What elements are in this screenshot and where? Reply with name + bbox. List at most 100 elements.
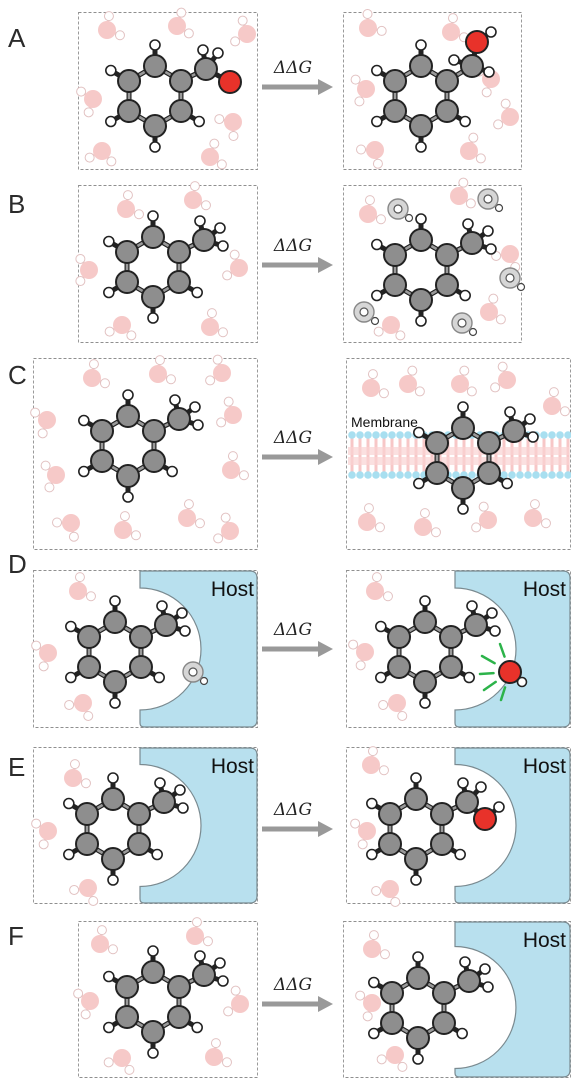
host-label: Host [211, 755, 254, 778]
water-molecule [460, 132, 486, 164]
water-molecule [216, 396, 242, 428]
water-oxygen [69, 582, 87, 600]
carbon-atom [143, 114, 167, 138]
carbon-atom [434, 273, 459, 297]
water-oxygen [201, 318, 219, 336]
water-hydrogen [44, 482, 55, 493]
ddg-arrow: ΔΔG [262, 975, 333, 1012]
hydrogen-atom [109, 595, 121, 607]
water-molecule [201, 138, 227, 170]
host-shape [454, 570, 571, 728]
host-shape [139, 747, 258, 904]
water-hydrogen [88, 359, 99, 370]
water-hydrogen [229, 249, 240, 260]
water-oxygen [362, 379, 380, 397]
water-hydrogen [354, 96, 365, 107]
water-hydrogen [75, 276, 86, 287]
water-oxygen [358, 822, 376, 840]
hydrogen-atom [375, 671, 387, 684]
row-letter: E [8, 752, 25, 782]
water-oxygen [366, 141, 384, 159]
water-hydrogen [471, 522, 482, 533]
hydrogen-atom [122, 389, 134, 401]
host: Host [454, 747, 571, 904]
water-molecule [450, 177, 476, 209]
hydrogen-atom [109, 697, 121, 709]
carbon-atom [117, 69, 142, 93]
carbon-atom [115, 975, 140, 999]
solute-molecule [103, 210, 229, 324]
water-hydrogen [350, 818, 361, 829]
water-oxygen [460, 142, 478, 160]
hydrogen-atom [105, 115, 117, 128]
water-oxygen [113, 1049, 131, 1067]
ddg-label: ΔΔG [273, 620, 312, 640]
carbon-atom [387, 655, 412, 679]
carbon-atom [463, 613, 488, 637]
water-hydrogen [103, 1057, 114, 1068]
water-hydrogen [367, 746, 378, 757]
carbon-atom [409, 114, 433, 138]
water-molecule [201, 308, 228, 338]
carbon-atom [116, 464, 140, 488]
hydrogen-atom [194, 215, 206, 227]
solute-molecule [63, 772, 189, 886]
hydrogen-atom [410, 772, 422, 784]
water-hydrogen [238, 470, 249, 481]
host-label: Host [523, 929, 566, 952]
carbon-atom [438, 625, 463, 649]
hydrogen-atom [217, 240, 229, 252]
hydrogen-atom [149, 141, 161, 153]
water-hydrogen [371, 885, 382, 896]
host: Host [139, 747, 258, 904]
solute-molecule [368, 951, 494, 1065]
water-molecule [359, 9, 387, 37]
water-molecule [168, 7, 194, 39]
water-molecule [223, 985, 249, 1017]
water-hydrogen [379, 949, 390, 960]
water-hydrogen [176, 7, 187, 18]
hydrogen-atom [371, 64, 383, 77]
water-hydrogen [350, 74, 361, 85]
water-oxygen [74, 694, 92, 712]
row-letter: F [8, 921, 24, 951]
water-molecule [490, 361, 516, 393]
water-oxygen [362, 756, 380, 774]
carbon-atom [434, 69, 459, 93]
carbon-atom [166, 1005, 191, 1029]
hydrogen-atom [197, 44, 209, 56]
water-molecule [64, 694, 94, 721]
carbon-atom [141, 449, 166, 473]
water-hydrogen [382, 591, 393, 602]
water-hydrogen [73, 988, 84, 999]
hydrogen-atom [485, 243, 497, 255]
carbon-atom [476, 431, 501, 455]
hydrogen-atom [459, 289, 471, 302]
hydrogen-atom [419, 697, 431, 709]
host-label: Host [523, 755, 566, 778]
water-hydrogen [478, 501, 489, 512]
water-hydrogen [85, 591, 96, 602]
water-oxygen [84, 90, 102, 108]
water-hydrogen [122, 190, 133, 201]
water-hydrogen [75, 253, 86, 264]
water-hydrogen [375, 214, 386, 225]
hydrogen-atom [147, 1047, 159, 1059]
water-hydrogen [104, 326, 115, 337]
hydrogen-atom [174, 784, 186, 796]
water-hydrogen [540, 518, 551, 529]
water-oxygen [451, 375, 469, 393]
carbon-atom [103, 610, 127, 634]
water-hydrogen [83, 710, 94, 721]
carbon-atom [115, 1005, 140, 1029]
hydrogen-atom [192, 419, 204, 431]
ddg-arrow: ΔΔG [262, 428, 333, 465]
water-hydrogen [183, 499, 194, 510]
hydrogen-atom [176, 607, 188, 619]
water-molecule [371, 880, 401, 907]
water-hydrogen [223, 396, 234, 407]
water-hydrogen [221, 1057, 232, 1068]
hydrogen-atom [485, 26, 497, 38]
water-oxygen [98, 21, 116, 39]
